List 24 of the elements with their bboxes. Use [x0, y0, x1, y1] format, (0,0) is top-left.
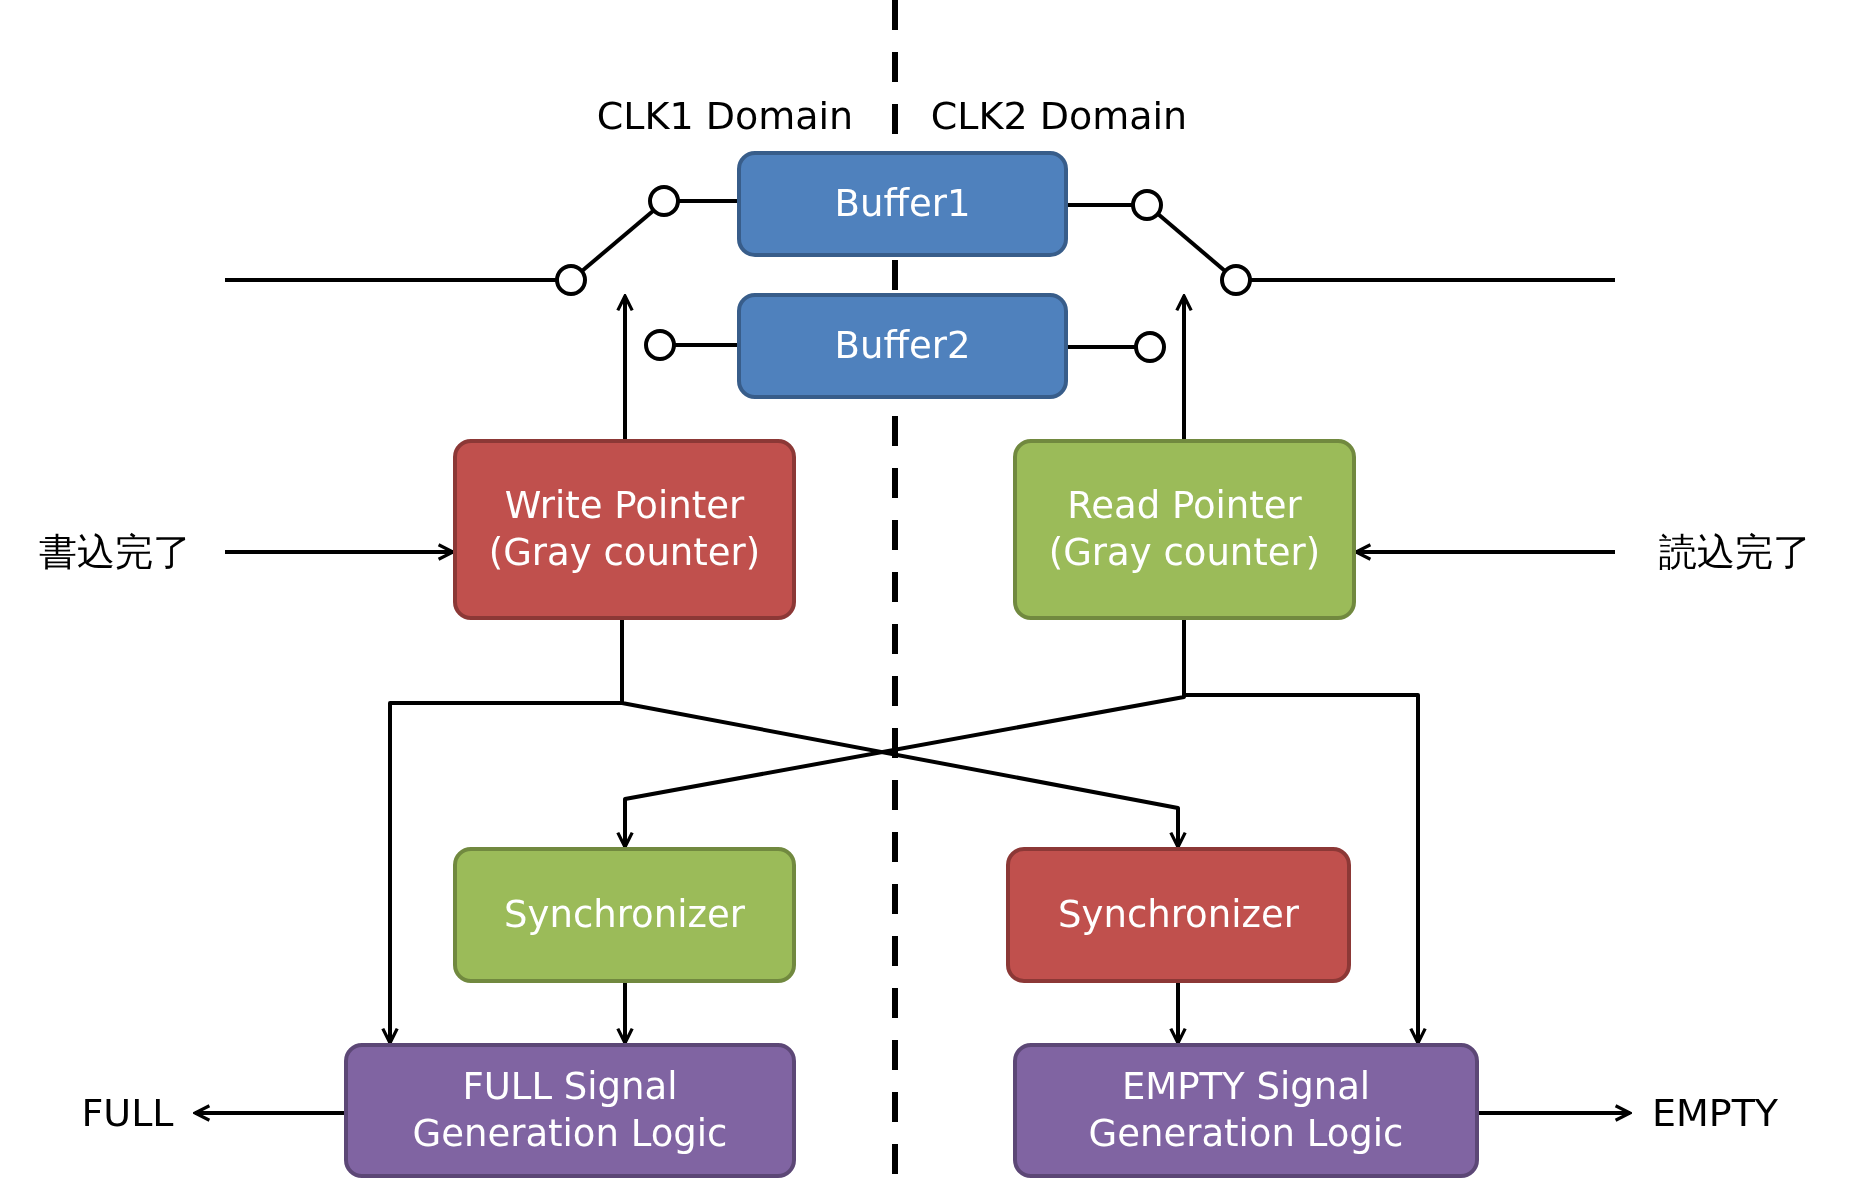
logic-box: EMPTY Signal Generation Logic: [1013, 1043, 1479, 1178]
signal-label: 書込完了: [5, 527, 225, 577]
arrow: [1175, 294, 1193, 439]
process-box: Write Pointer (Gray counter): [453, 439, 796, 620]
arrow: [616, 983, 634, 1045]
buffer-box: Buffer2: [737, 293, 1068, 399]
process-box: Synchronizer: [1006, 847, 1351, 983]
logic-box: FULL Signal Generation Logic: [344, 1043, 796, 1178]
domain-label: CLK1 Domain: [596, 94, 854, 138]
signal-label: EMPTY: [1630, 1088, 1800, 1138]
arrow: [616, 294, 634, 439]
process-box: Read Pointer (Gray counter): [1013, 439, 1356, 620]
domain-label: CLK2 Domain: [930, 94, 1188, 138]
switch-drawing: [1068, 189, 1615, 296]
arrow: [225, 543, 455, 561]
arrow: [1169, 983, 1187, 1045]
buffer-box: Buffer1: [737, 151, 1068, 257]
signal-label: FULL: [60, 1088, 195, 1138]
process-box: Synchronizer: [453, 847, 796, 983]
arrow: [1479, 1104, 1632, 1122]
arrow: [1354, 543, 1615, 561]
switch-drawing: [225, 185, 737, 296]
signal-label: 読込完了: [1615, 527, 1855, 577]
arrow: [193, 1104, 344, 1122]
